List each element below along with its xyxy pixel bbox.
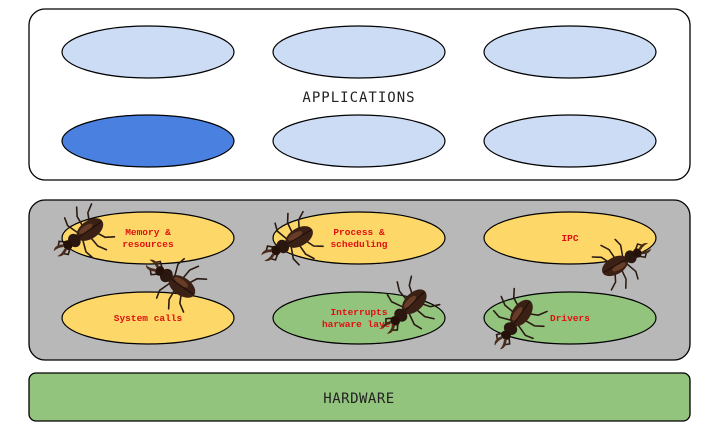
hardware-layer (28, 372, 691, 422)
module-label: scheduling (330, 239, 387, 250)
module-label: System calls (114, 313, 183, 324)
hardware-label: HARDWARE (323, 391, 394, 407)
module-ellipse (272, 291, 446, 345)
module-label: Process & (333, 227, 385, 238)
module-ellipse (61, 291, 235, 345)
application-ellipse (61, 25, 235, 79)
application-ellipse (483, 25, 657, 79)
application-ellipse (272, 25, 446, 79)
kernel-module: IPC (483, 211, 657, 265)
application-ellipse (483, 114, 657, 168)
kernel-module: Memory &resources (61, 211, 235, 265)
kernel-module: System calls (61, 291, 235, 345)
module-label: Drivers (550, 313, 590, 324)
module-ellipse (483, 211, 657, 265)
module-label: resources (122, 239, 174, 250)
kernel-module: Process &scheduling (272, 211, 446, 265)
module-label: Memory & (125, 227, 171, 238)
module-label: Interrupts (330, 307, 387, 318)
application-ellipse (61, 114, 235, 168)
module-ellipse (272, 211, 446, 265)
applications-label: APPLICATIONS (302, 90, 415, 106)
module-label: harware layer (322, 319, 396, 330)
module-label: IPC (561, 233, 578, 244)
application-ellipse (272, 114, 446, 168)
module-ellipse (61, 211, 235, 265)
